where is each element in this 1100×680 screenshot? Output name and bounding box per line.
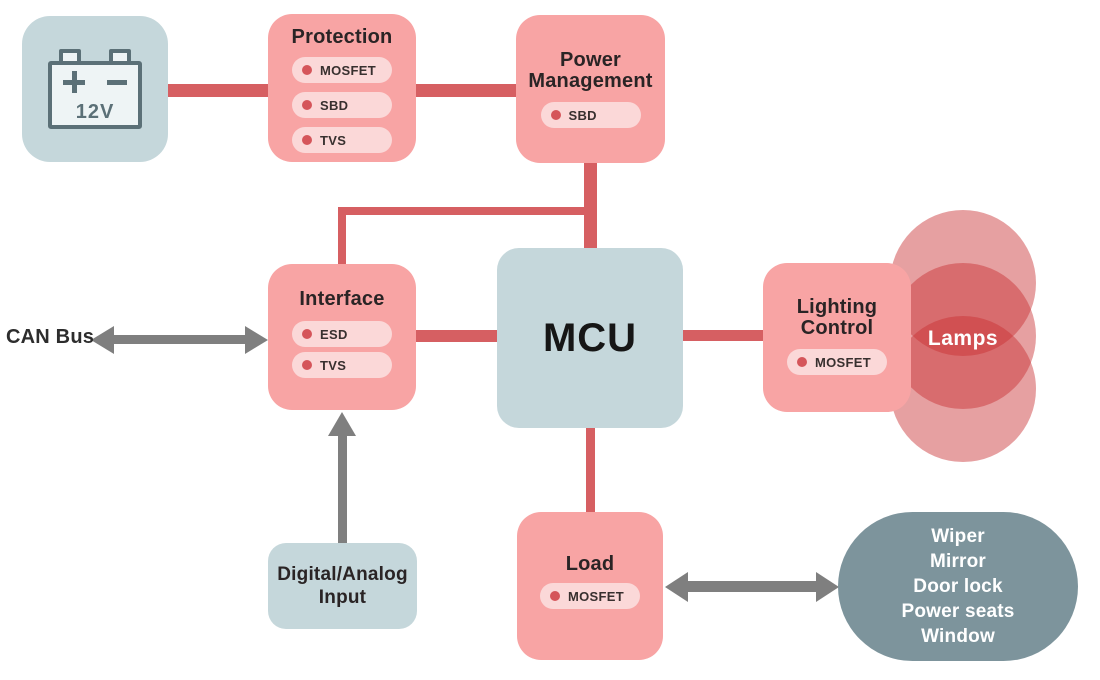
bullet-dot-icon bbox=[550, 110, 561, 120]
connector-protection-power-management bbox=[416, 84, 516, 97]
power-management-title: Power Management bbox=[528, 49, 653, 92]
lamp-circle-middle bbox=[890, 263, 1036, 409]
interface-title: Interface bbox=[299, 288, 385, 310]
connector-interface-mcu bbox=[416, 330, 497, 342]
connector-branch-interface bbox=[338, 207, 346, 265]
pill-label: MOSFET bbox=[815, 354, 871, 370]
power-management-pill-sbd: SBD bbox=[540, 102, 641, 128]
bullet-dot-icon bbox=[302, 135, 312, 145]
load-pill-mosfet: MOSFET bbox=[540, 583, 640, 609]
pill-label: ESD bbox=[320, 326, 348, 342]
lighting-pill-mosfet: MOSFET bbox=[787, 349, 887, 375]
bullet-dot-icon bbox=[302, 100, 312, 110]
pill-label: SBD bbox=[320, 97, 349, 113]
load-arrowhead-left-icon bbox=[665, 572, 688, 602]
load-title: Load bbox=[565, 553, 615, 575]
connector-battery-protection bbox=[168, 84, 268, 97]
can-bus-arrow-shaft bbox=[113, 335, 246, 344]
connector-mcu-lighting bbox=[683, 330, 763, 341]
pill-label: TVS bbox=[320, 357, 347, 373]
interface-pill-esd: ESD bbox=[292, 321, 392, 347]
bullet-dot-icon bbox=[302, 65, 312, 75]
connector-branch-horizontal bbox=[338, 207, 591, 215]
battery-icon: 12V bbox=[48, 49, 142, 129]
peripheral-item: Power seats bbox=[901, 601, 1015, 622]
protection-pill-mosfet: MOSFET bbox=[292, 57, 392, 83]
lighting-control-block: Lighting Control MOSFET bbox=[763, 263, 911, 412]
battery-body-icon bbox=[48, 61, 142, 129]
protection-block: Protection MOSFET SBD TVS bbox=[268, 14, 416, 162]
peripheral-item: Window bbox=[921, 626, 995, 647]
lamps-label: Lamps bbox=[927, 327, 999, 350]
digital-analog-input-block: Digital/Analog Input bbox=[268, 543, 417, 629]
lighting-control-title: Lighting Control bbox=[796, 296, 878, 339]
peripheral-item: Mirror bbox=[929, 551, 987, 572]
mcu-title: MCU bbox=[542, 315, 638, 360]
bullet-dot-icon bbox=[550, 591, 560, 601]
battery-minus-icon bbox=[107, 80, 127, 85]
can-bus-arrowhead-right-icon bbox=[245, 326, 268, 354]
bullet-dot-icon bbox=[302, 329, 312, 339]
battery-plus-icon bbox=[63, 71, 85, 93]
mcu-block: MCU bbox=[497, 248, 683, 428]
pill-label: MOSFET bbox=[568, 588, 624, 604]
connector-power-management-mcu bbox=[584, 162, 597, 249]
can-bus-label: CAN Bus bbox=[6, 326, 95, 348]
peripheral-item: Wiper bbox=[931, 526, 985, 547]
interface-block: Interface ESD TVS bbox=[268, 264, 416, 410]
peripheral-item: Door lock bbox=[913, 576, 1003, 597]
digital-analog-input-title: Digital/Analog Input bbox=[277, 564, 408, 608]
lamp-circle-top bbox=[890, 210, 1036, 356]
pill-label: MOSFET bbox=[320, 62, 376, 78]
input-arrowhead-up-icon bbox=[328, 412, 356, 436]
bullet-dot-icon bbox=[797, 357, 807, 367]
interface-pill-tvs: TVS bbox=[292, 352, 392, 378]
pill-label: SBD bbox=[568, 107, 597, 123]
battery-block: 12V bbox=[22, 16, 168, 162]
protection-pill-tvs: TVS bbox=[292, 127, 392, 153]
connector-mcu-load bbox=[586, 427, 595, 513]
bullet-dot-icon bbox=[302, 360, 312, 370]
pill-label: TVS bbox=[320, 132, 347, 148]
protection-pill-sbd: SBD bbox=[292, 92, 392, 118]
peripherals-blob: Wiper Mirror Door lock Power seats Windo… bbox=[838, 512, 1078, 661]
power-management-block: Power Management SBD bbox=[516, 15, 665, 163]
can-bus-arrowhead-left-icon bbox=[91, 326, 114, 354]
input-arrow-shaft bbox=[338, 435, 347, 543]
load-arrowhead-right-icon bbox=[816, 572, 839, 602]
protection-title: Protection bbox=[291, 26, 393, 48]
load-peripherals-arrow-shaft bbox=[687, 581, 818, 592]
load-block: Load MOSFET bbox=[517, 512, 663, 660]
battery-voltage-label: 12V bbox=[75, 101, 115, 123]
lamp-circle-bottom bbox=[890, 316, 1036, 462]
